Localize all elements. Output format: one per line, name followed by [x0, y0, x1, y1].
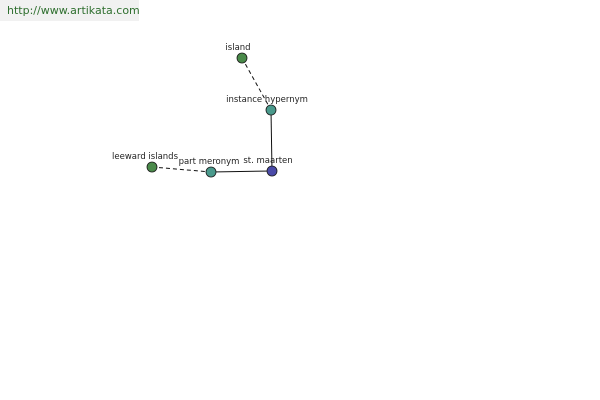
node-st-maarten[interactable] [266, 165, 278, 177]
node-label-island: island [225, 43, 250, 53]
edge-part-meronym-to-st-maarten [210, 170, 273, 173]
node-label-instance-hypernym: instance hypernym [226, 95, 308, 105]
node-part-meronym[interactable] [205, 166, 217, 178]
source-url-link[interactable]: http://www.artikata.com [7, 4, 140, 17]
node-label-st-maarten: st. maarten [243, 156, 292, 166]
edge-leeward-islands-to-part-meronym [151, 166, 212, 173]
edge-island-to-instance-hypernym [241, 57, 272, 111]
node-leeward-islands[interactable] [146, 161, 158, 173]
node-label-part-meronym: part meronym [179, 157, 240, 167]
node-instance-hypernym[interactable] [265, 104, 277, 116]
edges-layer [151, 57, 273, 173]
source-url-banner: http://www.artikata.com [0, 0, 140, 21]
node-island[interactable] [236, 52, 248, 64]
node-label-leeward-islands: leeward islands [112, 152, 179, 162]
edge-instance-hypernym-to-st-maarten [270, 109, 273, 172]
